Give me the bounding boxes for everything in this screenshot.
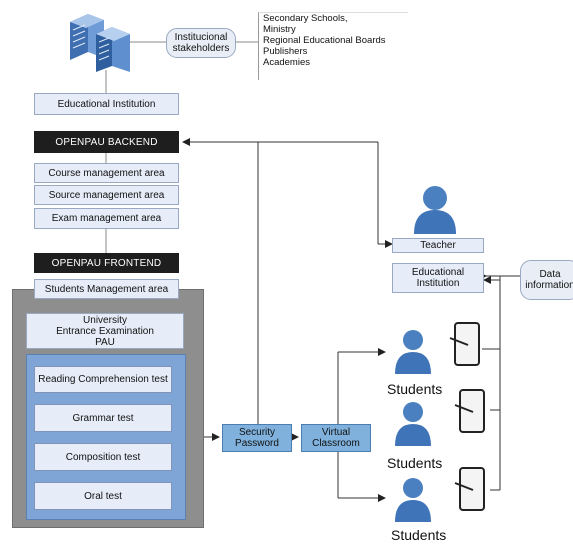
- stakeholder-item: Secondary Schools,: [263, 13, 348, 24]
- stakeholder-item: Publishers: [263, 46, 308, 57]
- grammar-test-box: Grammar test: [34, 404, 172, 432]
- stakeholders-list: Secondary Schools, Ministry Regional Edu…: [258, 12, 408, 80]
- source-management-box: Source management area: [34, 185, 179, 205]
- stakeholder-item: Ministry: [263, 24, 296, 35]
- course-management-box: Course management area: [34, 163, 179, 183]
- student-icon: [395, 322, 480, 374]
- students-label: Students: [387, 381, 443, 397]
- stakeholders-label: Institucional stakeholders: [166, 28, 236, 58]
- teacher-box: Teacher: [392, 238, 484, 253]
- data-information-box: Data information: [520, 260, 573, 300]
- composition-test-box: Composition test: [34, 443, 172, 471]
- virtual-classroom-box: Virtual Classroom: [301, 424, 371, 452]
- students-management-box: Students Management area: [34, 279, 179, 299]
- oral-test-box: Oral test: [34, 482, 172, 510]
- student-icon: [395, 389, 485, 446]
- reading-test-box: Reading Comprehension test: [34, 366, 172, 393]
- openpau-frontend-box: OPENPAU FRONTEND: [34, 253, 179, 273]
- pau-title-box: University Entrance Examination PAU: [26, 313, 184, 349]
- students-label: Students: [387, 455, 443, 471]
- openpau-backend-box: OPENPAU BACKEND: [34, 131, 179, 153]
- security-password-box: Security Password: [222, 424, 292, 452]
- student-icon: [395, 467, 485, 522]
- educational-institution-box: Educational Institution: [34, 93, 179, 115]
- stakeholder-item: Regional Educational Boards: [263, 35, 386, 46]
- exam-management-box: Exam management area: [34, 208, 179, 229]
- right-educational-institution-box: Educational Institution: [392, 263, 484, 293]
- students-label: Students: [391, 527, 447, 543]
- stakeholder-item: Academies: [263, 57, 310, 68]
